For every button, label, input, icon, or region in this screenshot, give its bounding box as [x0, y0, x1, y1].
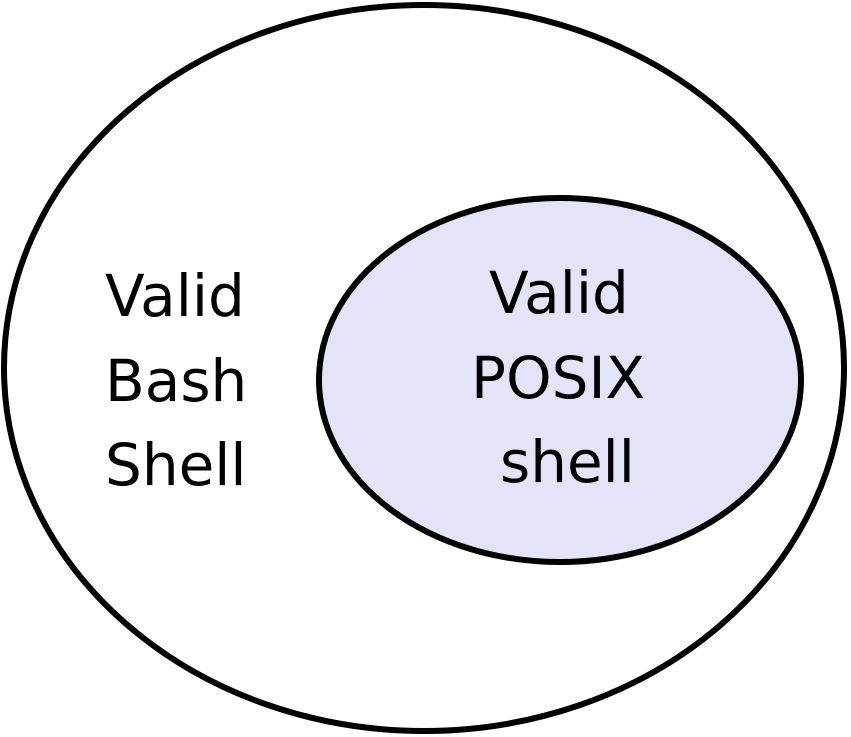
inner-set-ellipse [316, 195, 804, 565]
inner-set-label-line-1: Valid [489, 259, 629, 327]
outer-set-label-line-2: Bash [105, 347, 247, 415]
inner-set-label-line-3: shell [500, 428, 635, 496]
outer-set-label-line-1: Valid [105, 262, 245, 330]
outer-set-label-line-3: Shell [105, 431, 247, 499]
inner-set-label-line-2: POSIX [471, 344, 645, 412]
